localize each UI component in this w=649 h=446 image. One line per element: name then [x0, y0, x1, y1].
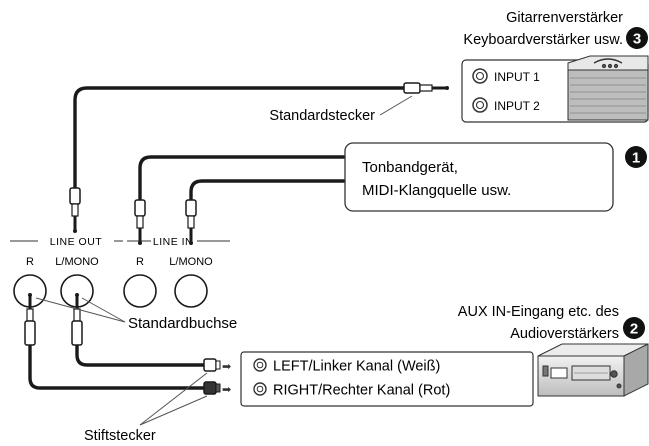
- jack-label-out-r: R: [26, 256, 34, 268]
- instrument-jack-panel: LINE OUT LINE IN R L/MONO R L/MONO: [10, 236, 230, 308]
- standard-plug-label: Standardstecker: [269, 108, 375, 124]
- right-arrow-icon: ➡: [222, 384, 231, 396]
- cable-line-in-l: [189, 179, 347, 202]
- audio-amp-number-badge: [623, 317, 645, 339]
- standard-jack-pointers: [35, 297, 126, 323]
- audio-amp-group: AUX IN-Eingang etc. des Audioverstärkers…: [222, 304, 649, 407]
- pin-plug-right-icon: [203, 381, 221, 395]
- guitar-amp-title-line2: Keyboardverstärker usw.: [463, 32, 623, 48]
- guitar-amp-group: Gitarrenverstärker Keyboardverstärker us…: [461, 10, 649, 123]
- tape-device-box: [344, 142, 614, 212]
- line-in-r-plug-icon: [134, 199, 146, 245]
- left-arrow-icon: ➡: [222, 361, 231, 373]
- audio-amp-title-line2: Audioverstärkers: [510, 326, 619, 342]
- line-out-r-lower-plug-icon: [24, 293, 36, 346]
- left-input-jack-icon: [253, 358, 267, 372]
- input-2-label: INPUT 2: [494, 99, 540, 113]
- audio-amp-icon: [537, 343, 649, 397]
- pin-plug-label: Stiftstecker: [84, 428, 156, 444]
- tape-number-badge: [625, 146, 647, 168]
- input-2-jack-icon: [472, 97, 488, 113]
- standard-jack-label: Standardbuchse: [128, 315, 237, 332]
- left-channel-label: LEFT/Linker Kanal (Weiß): [273, 359, 440, 375]
- tape-number: 1: [632, 150, 640, 167]
- cables: [28, 86, 406, 390]
- cable-left-channel: [75, 343, 207, 367]
- audio-amp-input-panel: [240, 351, 534, 407]
- right-channel-label: RIGHT/Rechter Kanal (Rot): [273, 383, 450, 399]
- line-in-label: LINE IN: [153, 236, 193, 248]
- jack-line-in-r[interactable]: [123, 274, 157, 308]
- audio-amp-title-line1: AUX IN-Eingang etc. des: [458, 304, 619, 320]
- tape-device-group: Tonbandgerät, MIDI-Klangquelle usw. 1: [344, 142, 647, 212]
- cable-line-out-to-guitar-amp: [73, 86, 406, 190]
- line-out-label: LINE OUT: [50, 236, 103, 248]
- line-in-l-plug-icon: [185, 199, 197, 245]
- pin-plug-pointers: [139, 372, 208, 426]
- cable-right-channel: [28, 343, 207, 390]
- guitar-amp-number-badge: [626, 27, 648, 49]
- jack-label-in-r: R: [136, 256, 144, 268]
- input-1-jack-icon: [472, 68, 488, 84]
- jack-line-in-l[interactable]: [174, 274, 208, 308]
- cable-line-in-r: [138, 155, 347, 202]
- tape-device-line1: Tonbandgerät,: [362, 159, 458, 176]
- tape-device-line2: MIDI-Klangquelle usw.: [362, 182, 511, 199]
- line-out-plug-icon: [69, 187, 81, 233]
- standard-plug-pointer: [379, 95, 413, 116]
- audio-amp-number: 2: [630, 321, 638, 338]
- input-1-label: INPUT 1: [494, 70, 540, 84]
- jack-label-out-l: L/MONO: [55, 256, 99, 268]
- guitar-amp-title-line1: Gitarrenverstärker: [506, 10, 623, 26]
- jack-label-in-l: L/MONO: [169, 256, 213, 268]
- guitar-amp-number: 3: [633, 31, 641, 48]
- guitar-amp-icon: [567, 55, 649, 121]
- standard-plug-icon: [403, 82, 449, 94]
- line-out-l-lower-plug-icon: [71, 293, 83, 346]
- right-input-jack-icon: [253, 382, 267, 396]
- pin-plug-left-icon: [203, 358, 221, 372]
